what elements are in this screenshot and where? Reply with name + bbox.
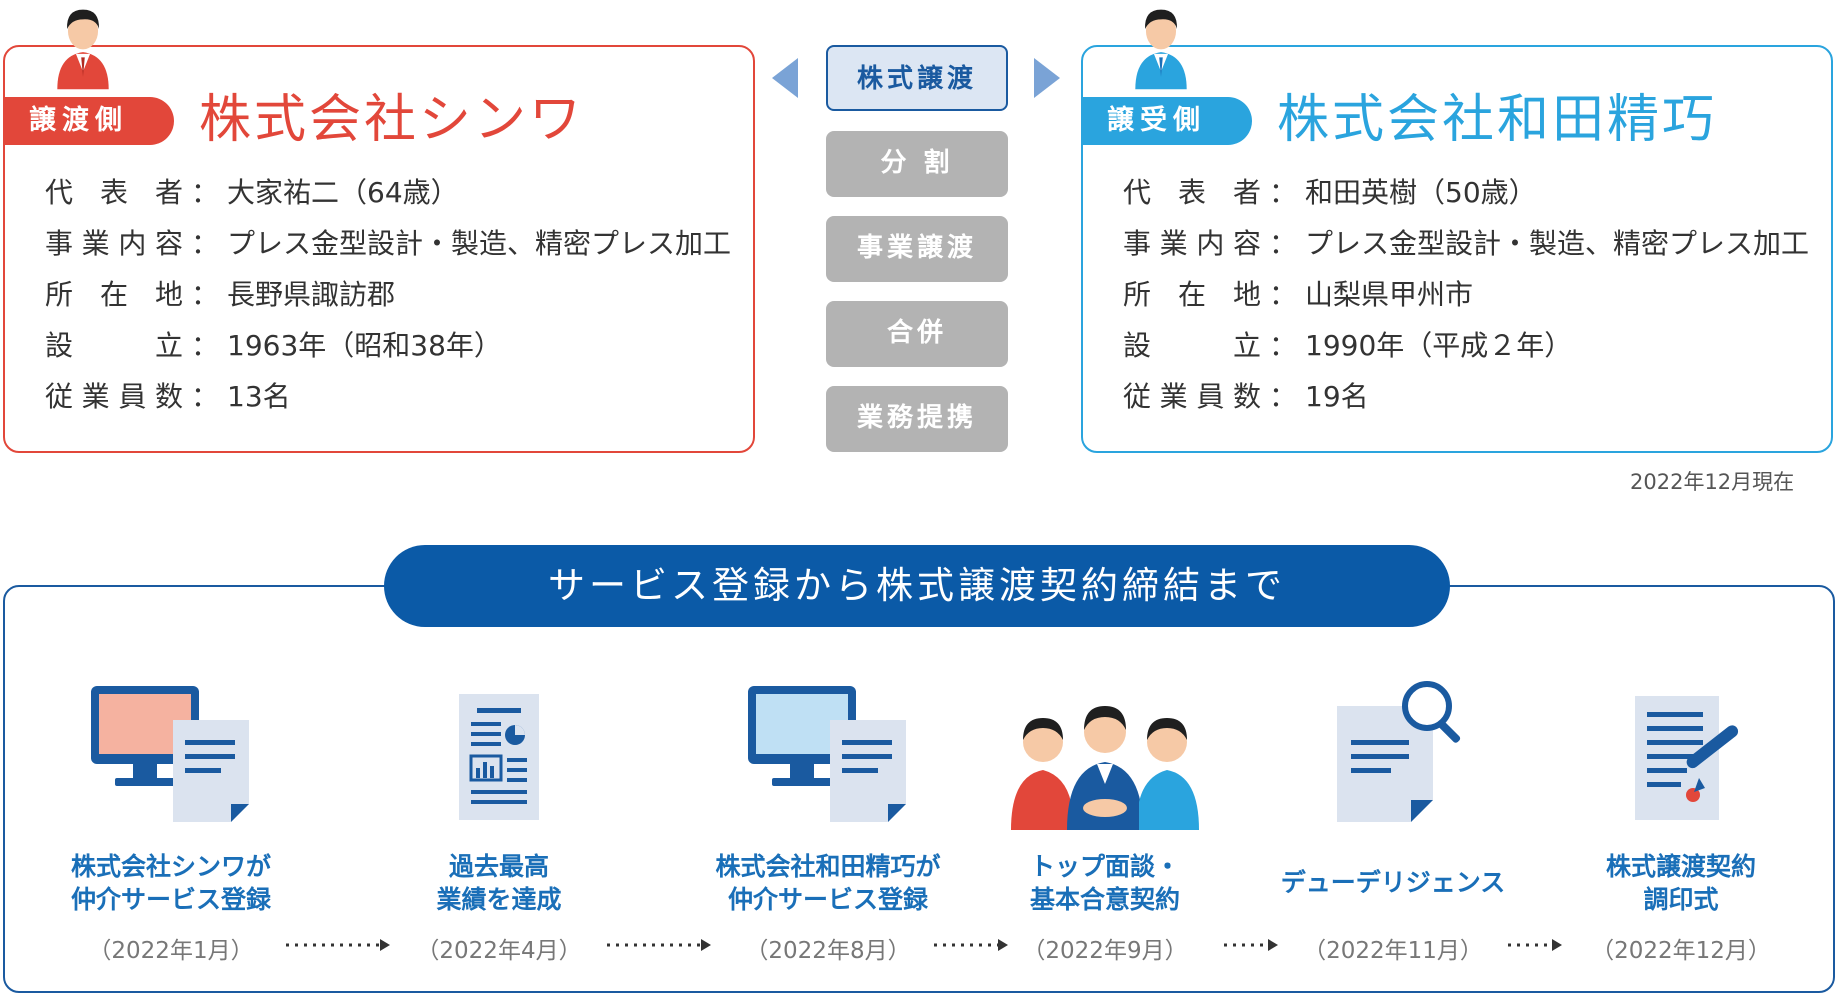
seller-company-name: 株式会社シンワ — [199, 90, 585, 150]
report-document-icon — [459, 694, 539, 820]
seller-info-row: 事業内容：プレス金型設計・製造、精密プレス加工 — [45, 218, 731, 269]
buyer-info-row: 事業内容：プレス金型設計・製造、精密プレス加工 — [1123, 218, 1809, 269]
process-step-6 — [1541, 680, 1821, 830]
seller-role-badge: 譲渡側 — [5, 97, 174, 145]
step-3-label: 株式会社和田精巧が仲介サービス登録 — [715, 852, 941, 914]
signing-contract-icon — [1635, 696, 1739, 820]
seller-info-value: 1963年（昭和38年） — [227, 329, 502, 362]
seller-info-label: 所在地 — [45, 278, 183, 311]
seller-info-list: 代表者：大家祐二（64歳） 事業内容：プレス金型設計・製造、精密プレス加工 所在… — [45, 167, 731, 422]
step-5-date: （2022年11月） — [1303, 938, 1483, 964]
step-2-label: 過去最高業績を達成 — [436, 852, 562, 914]
buyer-info-value: プレス金型設計・製造、精密プレス加工 — [1305, 227, 1810, 260]
option-merger[interactable]: 合併 — [826, 301, 1008, 367]
seller-info-value: プレス金型設計・製造、精密プレス加工 — [227, 227, 732, 260]
dotted-arrow-icon — [934, 939, 1008, 951]
buyer-info-value: 1990年（平成２年） — [1305, 329, 1573, 362]
buyer-info-value: 和田英樹（50歳） — [1305, 176, 1537, 209]
seller-info-value: 大家祐二（64歳） — [227, 176, 459, 209]
seller-info-value: 13名 — [227, 380, 291, 413]
step-1-label: 株式会社シンワが仲介サービス登録 — [70, 852, 271, 914]
step-4-label: トップ面談・基本合意契約 — [1029, 852, 1180, 914]
process-step-4 — [965, 680, 1245, 830]
seller-info-row: 従業員数：13名 — [45, 371, 731, 422]
left-arrow-icon — [772, 58, 798, 98]
option-alliance[interactable]: 業務提携 — [826, 386, 1008, 452]
seller-representative-icon — [57, 9, 109, 90]
dotted-arrow-icon — [1508, 939, 1562, 951]
step-6-label: 株式譲渡契約調印式 — [1605, 852, 1756, 914]
computer-document-icon — [748, 686, 906, 822]
option-business-transfer[interactable]: 事業譲渡 — [826, 216, 1008, 282]
right-arrow-icon — [1034, 58, 1060, 98]
buyer-info-label: 事業内容 — [1123, 227, 1261, 260]
buyer-role-badge: 譲受側 — [1083, 97, 1252, 145]
buyer-info-row: 従業員数：19名 — [1123, 371, 1809, 422]
buyer-info-label: 所在地 — [1123, 278, 1261, 311]
step-5-label: デューデリジェンス — [1280, 868, 1506, 897]
option-share-transfer[interactable]: 株式譲渡 — [826, 45, 1008, 111]
buyer-info-label: 設立 — [1123, 329, 1261, 362]
step-1-date: （2022年1月） — [88, 938, 254, 964]
dotted-arrow-icon — [607, 939, 711, 951]
step-2-date: （2022年4月） — [416, 938, 582, 964]
buyer-info-row: 代表者：和田英樹（50歳） — [1123, 167, 1809, 218]
process-step-2 — [359, 680, 639, 830]
step-4-date: （2022年9月） — [1022, 938, 1188, 964]
seller-info-label: 代表者 — [45, 176, 183, 209]
buyer-card: 譲受側 株式会社和田精巧 代表者：和田英樹（50歳） 事業内容：プレス金型設計・… — [1081, 45, 1833, 453]
as-of-date: 2022年12月現在 — [1630, 470, 1795, 494]
buyer-info-value: 山梨県甲州市 — [1305, 278, 1474, 311]
process-title: サービス登録から株式譲渡契約締結まで — [384, 545, 1450, 627]
step-3-date: （2022年8月） — [745, 938, 911, 964]
buyer-info-value: 19名 — [1305, 380, 1369, 413]
seller-info-label: 事業内容 — [45, 227, 183, 260]
dotted-arrow-icon — [1224, 939, 1278, 951]
process-step-1 — [31, 680, 311, 830]
seller-card: 譲渡側 株式会社シンワ 代表者：大家祐二（64歳） 事業内容：プレス金型設計・製… — [3, 45, 755, 453]
seller-info-label: 従業員数 — [45, 380, 183, 413]
seller-info-row: 設立：1963年（昭和38年） — [45, 320, 731, 371]
step-6-date: （2022年12月） — [1591, 938, 1771, 964]
buyer-info-row: 所在地：山梨県甲州市 — [1123, 269, 1809, 320]
buyer-representative-icon — [1135, 9, 1187, 90]
seller-info-label: 設立 — [45, 329, 183, 362]
buyer-company-name: 株式会社和田精巧 — [1277, 90, 1718, 150]
buyer-info-row: 設立：1990年（平成２年） — [1123, 320, 1809, 371]
option-split[interactable]: 分 割 — [826, 131, 1008, 197]
handshake-meeting-icon — [1011, 706, 1199, 830]
computer-document-icon — [91, 686, 249, 822]
seller-info-row: 所在地：長野県諏訪郡 — [45, 269, 731, 320]
process-step-5 — [1253, 680, 1533, 830]
seller-info-row: 代表者：大家祐二（64歳） — [45, 167, 731, 218]
seller-info-value: 長野県諏訪郡 — [227, 278, 396, 311]
dotted-arrow-icon — [286, 939, 390, 951]
buyer-info-label: 従業員数 — [1123, 380, 1261, 413]
buyer-info-label: 代表者 — [1123, 176, 1261, 209]
magnifier-document-icon — [1337, 681, 1461, 822]
buyer-info-list: 代表者：和田英樹（50歳） 事業内容：プレス金型設計・製造、精密プレス加工 所在… — [1123, 167, 1809, 422]
process-step-3 — [688, 680, 968, 830]
